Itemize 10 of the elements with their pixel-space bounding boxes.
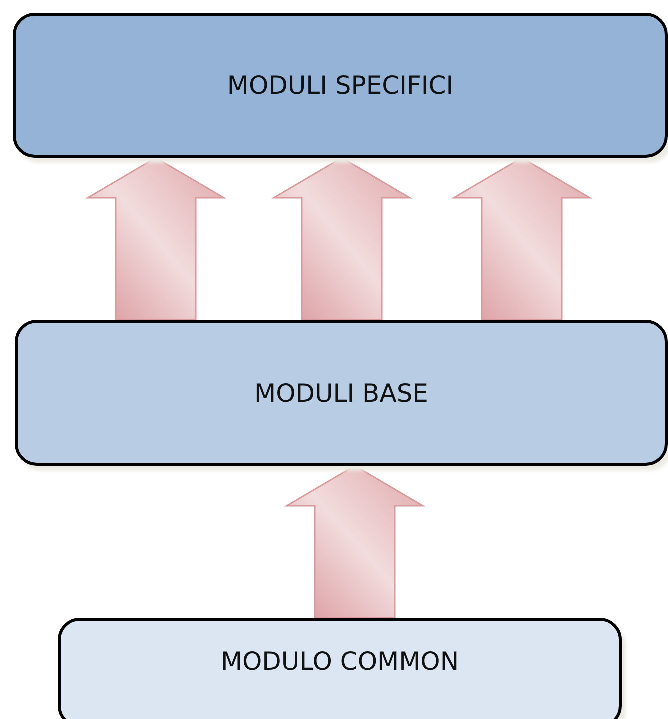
block-arrow [284, 465, 426, 619]
module-box [15, 320, 668, 466]
block-arrow [85, 157, 227, 321]
module-box [13, 13, 668, 158]
module-label: MODULI SPECIFICI [227, 71, 454, 100]
module-label: MODULI BASE [254, 378, 428, 408]
module-box [58, 618, 622, 719]
block-arrow [271, 157, 413, 321]
block-arrow [451, 157, 593, 321]
module-label: MODULO COMMON [220, 646, 460, 676]
